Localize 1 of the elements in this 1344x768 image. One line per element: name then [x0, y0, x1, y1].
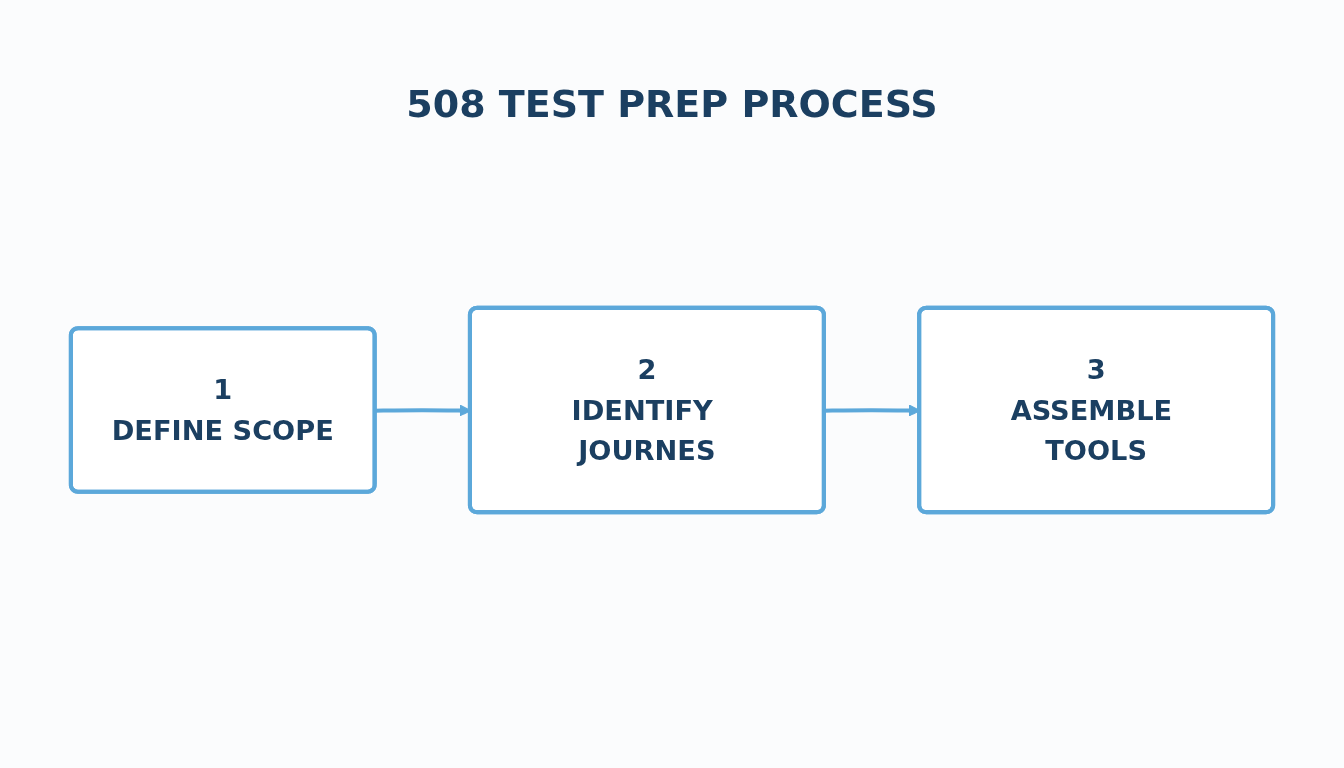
diagram-title: 508 TEST PREP PROCESS [406, 82, 938, 126]
